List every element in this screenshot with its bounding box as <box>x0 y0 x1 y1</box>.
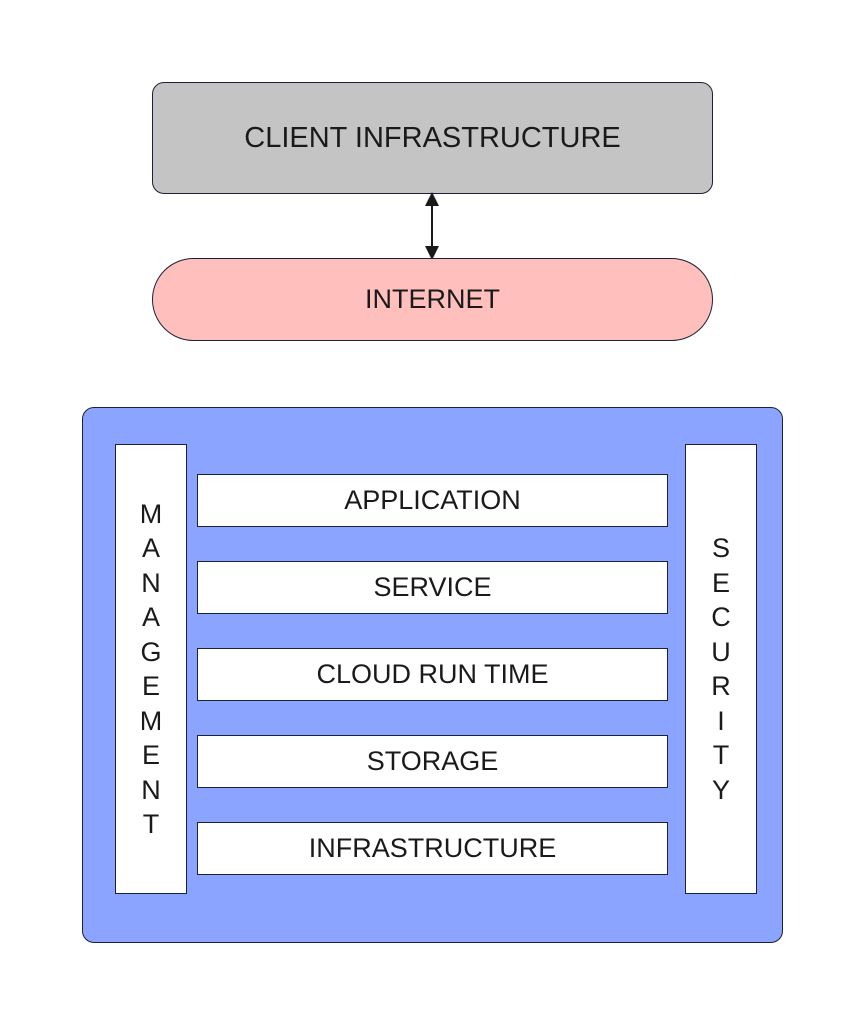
vertical-letter: G <box>140 636 162 667</box>
vertical-letter: A <box>141 533 160 563</box>
client-infrastructure-box: CLIENT INFRASTRUCTURE <box>152 82 713 194</box>
layer-application: APPLICATION <box>197 474 668 527</box>
bidirectional-arrow <box>425 192 439 260</box>
vertical-letter: S <box>711 533 730 563</box>
client-infrastructure-label: CLIENT INFRASTRUCTURE <box>244 121 621 154</box>
layer-label: INFRASTRUCTURE <box>308 833 557 863</box>
vertical-letter: C <box>711 602 731 632</box>
layer-cloud-run-time: CLOUD RUN TIME <box>197 648 668 701</box>
vertical-letter: U <box>711 636 731 667</box>
vertical-letter: Y <box>711 774 730 805</box>
layer-storage: STORAGE <box>197 735 668 788</box>
internet-label: INTERNET <box>365 284 500 314</box>
internet-box: INTERNET <box>152 258 713 341</box>
vertical-letter: T <box>712 740 730 770</box>
layer-service: SERVICE <box>197 561 668 614</box>
vertical-letter: E <box>141 671 160 701</box>
vertical-letter: N <box>141 567 161 598</box>
vertical-letter: I <box>717 705 725 736</box>
vertical-letter: M <box>139 705 163 736</box>
layer-infrastructure: INFRASTRUCTURE <box>197 822 668 875</box>
vertical-letter: A <box>141 602 160 632</box>
vertical-letter: E <box>141 740 160 770</box>
vertical-letter: N <box>141 774 161 805</box>
layer-label: APPLICATION <box>344 485 521 515</box>
layer-label: STORAGE <box>366 746 499 776</box>
vertical-letter: T <box>142 809 160 839</box>
vertical-letter: M <box>139 498 163 529</box>
layer-label: CLOUD RUN TIME <box>316 659 549 689</box>
vertical-letter: R <box>711 671 731 701</box>
vertical-letter: E <box>711 567 730 598</box>
layer-label: SERVICE <box>373 572 492 602</box>
